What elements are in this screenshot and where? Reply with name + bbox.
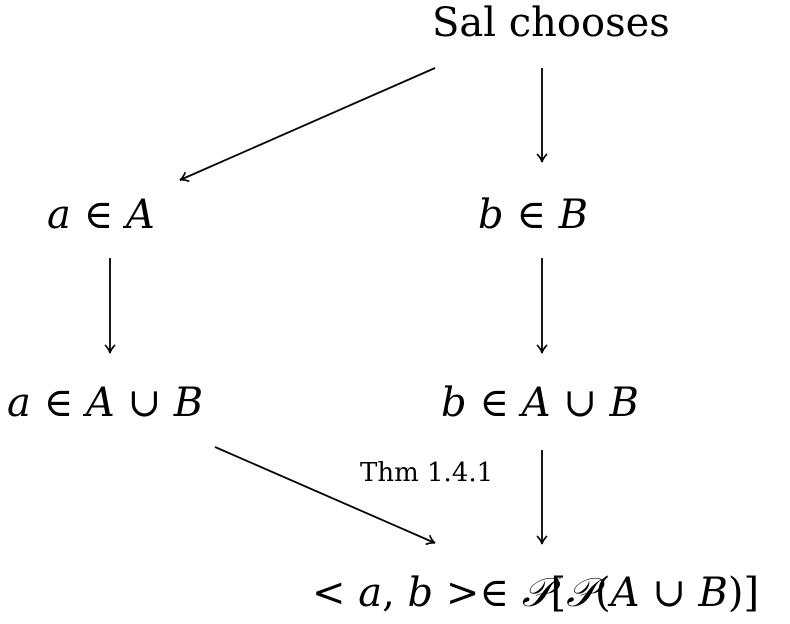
var-b: b [478,192,504,238]
arrow-aunion-to-final [214,446,436,546]
set-B: B [698,570,728,616]
union-symbol: ∪ [652,570,686,616]
set-A: A [610,570,640,616]
node-b-in-B: b ∈ B [478,195,588,235]
arrow-root-to-a [179,67,436,183]
set-B: B [609,380,639,426]
root-label: Sal chooses [432,0,670,46]
var-a: a [7,380,31,426]
element-of-symbol: ∈ [516,192,546,238]
set-B: B [173,380,204,426]
union-symbol: ∪ [127,380,162,426]
node-sal-chooses: Sal chooses [432,3,670,43]
var-a: a [47,192,71,238]
set-A: A [85,380,115,426]
union-symbol: ∪ [563,380,597,426]
var-b: b [407,570,434,616]
set-A: A [125,192,155,238]
element-of-symbol: ∈ [43,380,74,426]
left-paren: ( [595,570,611,616]
node-b-in-union: b ∈ A ∪ B [441,383,639,423]
var-b: b [441,380,467,426]
var-a: a [358,570,383,616]
edge-label-thm: Thm 1.4.1 [360,460,493,486]
left-bracket: [ [550,570,567,616]
node-a-in-A: a ∈ A [47,195,155,235]
right-bracket: ] [743,570,760,616]
thm-label: Thm 1.4.1 [360,458,494,488]
element-of-symbol: ∈ [479,570,509,616]
power-set-inner: 𝒫 [566,570,595,616]
element-of-symbol: ∈ [83,192,114,238]
set-A: A [521,380,551,426]
set-B: B [558,192,589,238]
langle: < [312,570,346,616]
node-a-in-union: a ∈ A ∪ B [7,383,203,423]
comma: , [382,570,395,616]
element-of-symbol: ∈ [479,380,509,426]
power-set-outer: 𝒫 [521,570,551,616]
right-paren: ) [727,570,744,616]
node-pair-in-power-set: < a, b >∈ 𝒫[𝒫(A ∪ B)] [312,573,759,613]
rangle: > [445,570,480,616]
